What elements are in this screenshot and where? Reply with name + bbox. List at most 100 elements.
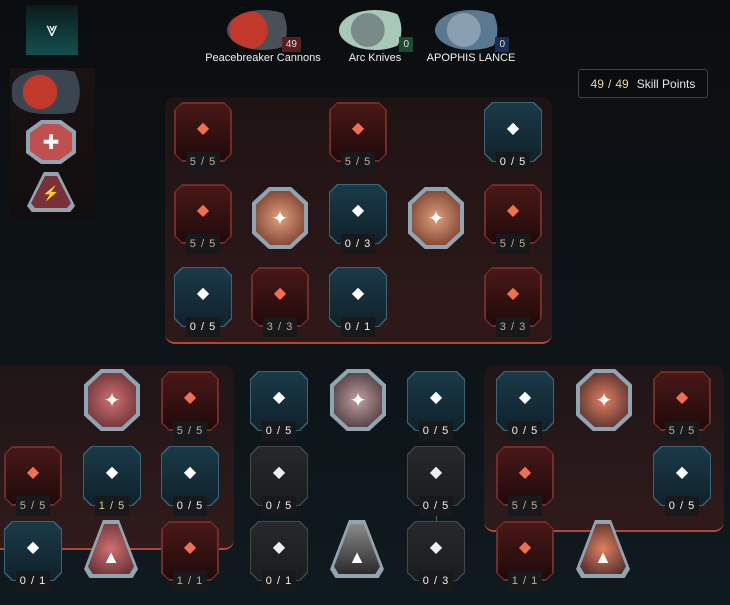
equipped-triangle-shock[interactable]: ⚡ [27,172,75,212]
triangle-frame: ▲ [330,520,384,578]
weapon-peacebreaker[interactable]: 49 Peacebreaker Cannons [203,10,323,64]
top-tree-node-shield[interactable]: ◆0 / 3 [329,184,387,254]
node-rank-counter: 0 / 3 [419,571,453,591]
top-tree-node-armor[interactable]: ◆ 0 / 1 [329,267,387,337]
medkit-icon: ✚ [30,124,72,160]
middle-tree-node-toxic-ammo[interactable]: ◆0 / 5 [407,371,465,441]
armor-icon: ◆ [351,285,365,302]
node-tile: ◆ [654,372,710,430]
middle-tree-node-grenade[interactable]: ◆0 / 5 [250,371,308,441]
triangle-frame: ▲ [576,520,630,578]
left-tree-node-cannon-reload[interactable]: ◆ 1 / 5 [83,446,141,516]
explosion-icon: ✦ [88,373,136,427]
middle-tree-octagon-fist[interactable]: ✦ [329,369,387,431]
weapon-apophis-lance[interactable]: 0 APOPHIS LANCE [411,10,531,64]
node-rank-counter: 5 / 5 [665,421,699,441]
node-rank-counter: 5 / 5 [186,234,220,254]
left-tree-node-claw[interactable]: ◆0 / 1 [4,521,62,591]
node-rank-counter: 0 / 5 [665,496,699,516]
node-rank-counter: 5 / 5 [508,496,542,516]
node-tile: ◆ [251,372,307,430]
node-tile: ◆ [175,103,231,161]
impact-icon: ◆ [196,202,210,219]
middle-tree-node-crosshair[interactable]: ◆0 / 5 [407,446,465,516]
left-tree-triangle-shock[interactable]: ▲ [83,520,141,580]
shock-icon: ▲ [88,524,134,574]
node-rank-counter: 1 / 1 [173,571,207,591]
node-rank-counter: 0 / 1 [341,317,375,337]
weapon-image: 49 [227,10,301,52]
node-rank-counter: 0 / 5 [186,317,220,337]
node-tile: ◆ [162,522,218,580]
octagon-frame: ✦ [252,187,308,249]
left-tree-node-cannon-shock[interactable]: ◆1 / 1 [161,521,219,591]
dodge-icon: ◆ [183,464,197,481]
skull-icon: ◆ [506,202,520,219]
top-tree-node-wing-emblem[interactable]: ◆0 / 5 [174,267,232,337]
weapon-image: 0 [339,10,413,52]
node-rank-counter: 5 / 5 [341,152,375,172]
pistol-icon: ◆ [196,120,210,137]
node-tile: ◆ [497,522,553,580]
top-tree-node-flame[interactable]: ◆3 / 3 [251,267,309,337]
bullets-icon: ◆ [351,120,365,137]
left-tree-node-cannon[interactable]: ◆5 / 5 [161,371,219,441]
node-rank-counter: 0 / 5 [496,152,530,172]
class-logo[interactable]: ⩔ [26,5,78,55]
middle-tree-triangle-titan[interactable]: ▲ [329,520,387,580]
shock-icon: ⚡ [31,176,71,208]
node-rank-counter: 5 / 5 [173,421,207,441]
medkit-icon: ✦ [412,191,460,245]
node-rank-counter: 5 / 5 [186,152,220,172]
equipped-octagon-medkit[interactable]: ✚ [26,120,76,164]
weapon-arc-knives[interactable]: 0 Arc Knives [315,10,435,64]
top-tree-octagon-strike-emblem[interactable]: ✦ [251,187,309,249]
skill-points-separator: / [607,76,612,91]
node-tile: ◆ [251,522,307,580]
octagon-frame: ✦ [330,369,386,431]
node-tile: ◆ [408,522,464,580]
right-tree-triangle-spire[interactable]: ▲ [575,520,633,580]
node-rank-counter: 0 / 5 [173,496,207,516]
top-tree-node-skull[interactable]: ◆ 5 / 5 [484,184,542,254]
cycle-icon: ◆ [675,464,689,481]
top-tree-node-impact[interactable]: ◆ 5 / 5 [174,184,232,254]
shield-icon: ◆ [351,202,365,219]
top-tree-node-bullets[interactable]: ◆ 5 / 5 [329,102,387,172]
node-rank-counter: 5 / 5 [16,496,50,516]
octagon-frame: ✦ [576,369,632,431]
skill-points-total: 49 [615,76,629,91]
left-tree-node-cannon-fire[interactable]: ◆5 / 5 [4,446,62,516]
right-tree-node-wings[interactable]: ◆5 / 5 [653,371,711,441]
node-rank-counter: 5 / 5 [496,234,530,254]
right-tree-node-crown-emblem[interactable]: ◆0 / 5 [496,371,554,441]
middle-tree-node-burn[interactable]: ◆0 / 3 [407,521,465,591]
right-tree-octagon-claw-slash[interactable]: ✦ [575,369,633,431]
node-rank-counter: 0 / 5 [508,421,542,441]
node-tile: ◆ [175,185,231,243]
node-tile: ◆ [251,447,307,505]
claw-icon: ◆ [26,539,40,556]
top-tree-node-star-badge[interactable]: ◆3 / 3 [484,267,542,337]
ammo-shield-icon: ◆ [506,120,520,137]
top-tree-octagon-medkit[interactable]: ✦ [407,187,465,249]
node-rank-counter: 0 / 5 [262,421,296,441]
weapon-points-badge: 0 [495,37,509,52]
left-tree-octagon-explosion[interactable]: ✦ [83,369,141,431]
right-tree-node-cycle[interactable]: ◆ 0 / 5 [653,446,711,516]
connector-line [436,510,437,524]
right-tree-node-book[interactable]: ◆5 / 5 [496,446,554,516]
middle-tree-node-zigzag[interactable]: ◆0 / 5 [250,446,308,516]
top-tree-node-ammo-shield[interactable]: ◆ 0 / 5 [484,102,542,172]
left-tree-node-dodge[interactable]: ◆ 0 / 5 [161,446,219,516]
cannon-reload-icon: ◆ [105,464,119,481]
node-rank-counter: 0 / 1 [262,571,296,591]
spire-icon: ▲ [580,524,626,574]
node-rank-counter: 0 / 5 [419,496,453,516]
node-rank-counter: 1 / 5 [95,496,129,516]
node-tile: ◆ [162,447,218,505]
top-tree-node-pistol[interactable]: ◆ 5 / 5 [174,102,232,172]
weapon-portrait[interactable] [12,70,92,114]
middle-tree-node-cannon-gear[interactable]: ◆0 / 1 [250,521,308,591]
right-tree-node-demon[interactable]: ◆1 / 1 [496,521,554,591]
